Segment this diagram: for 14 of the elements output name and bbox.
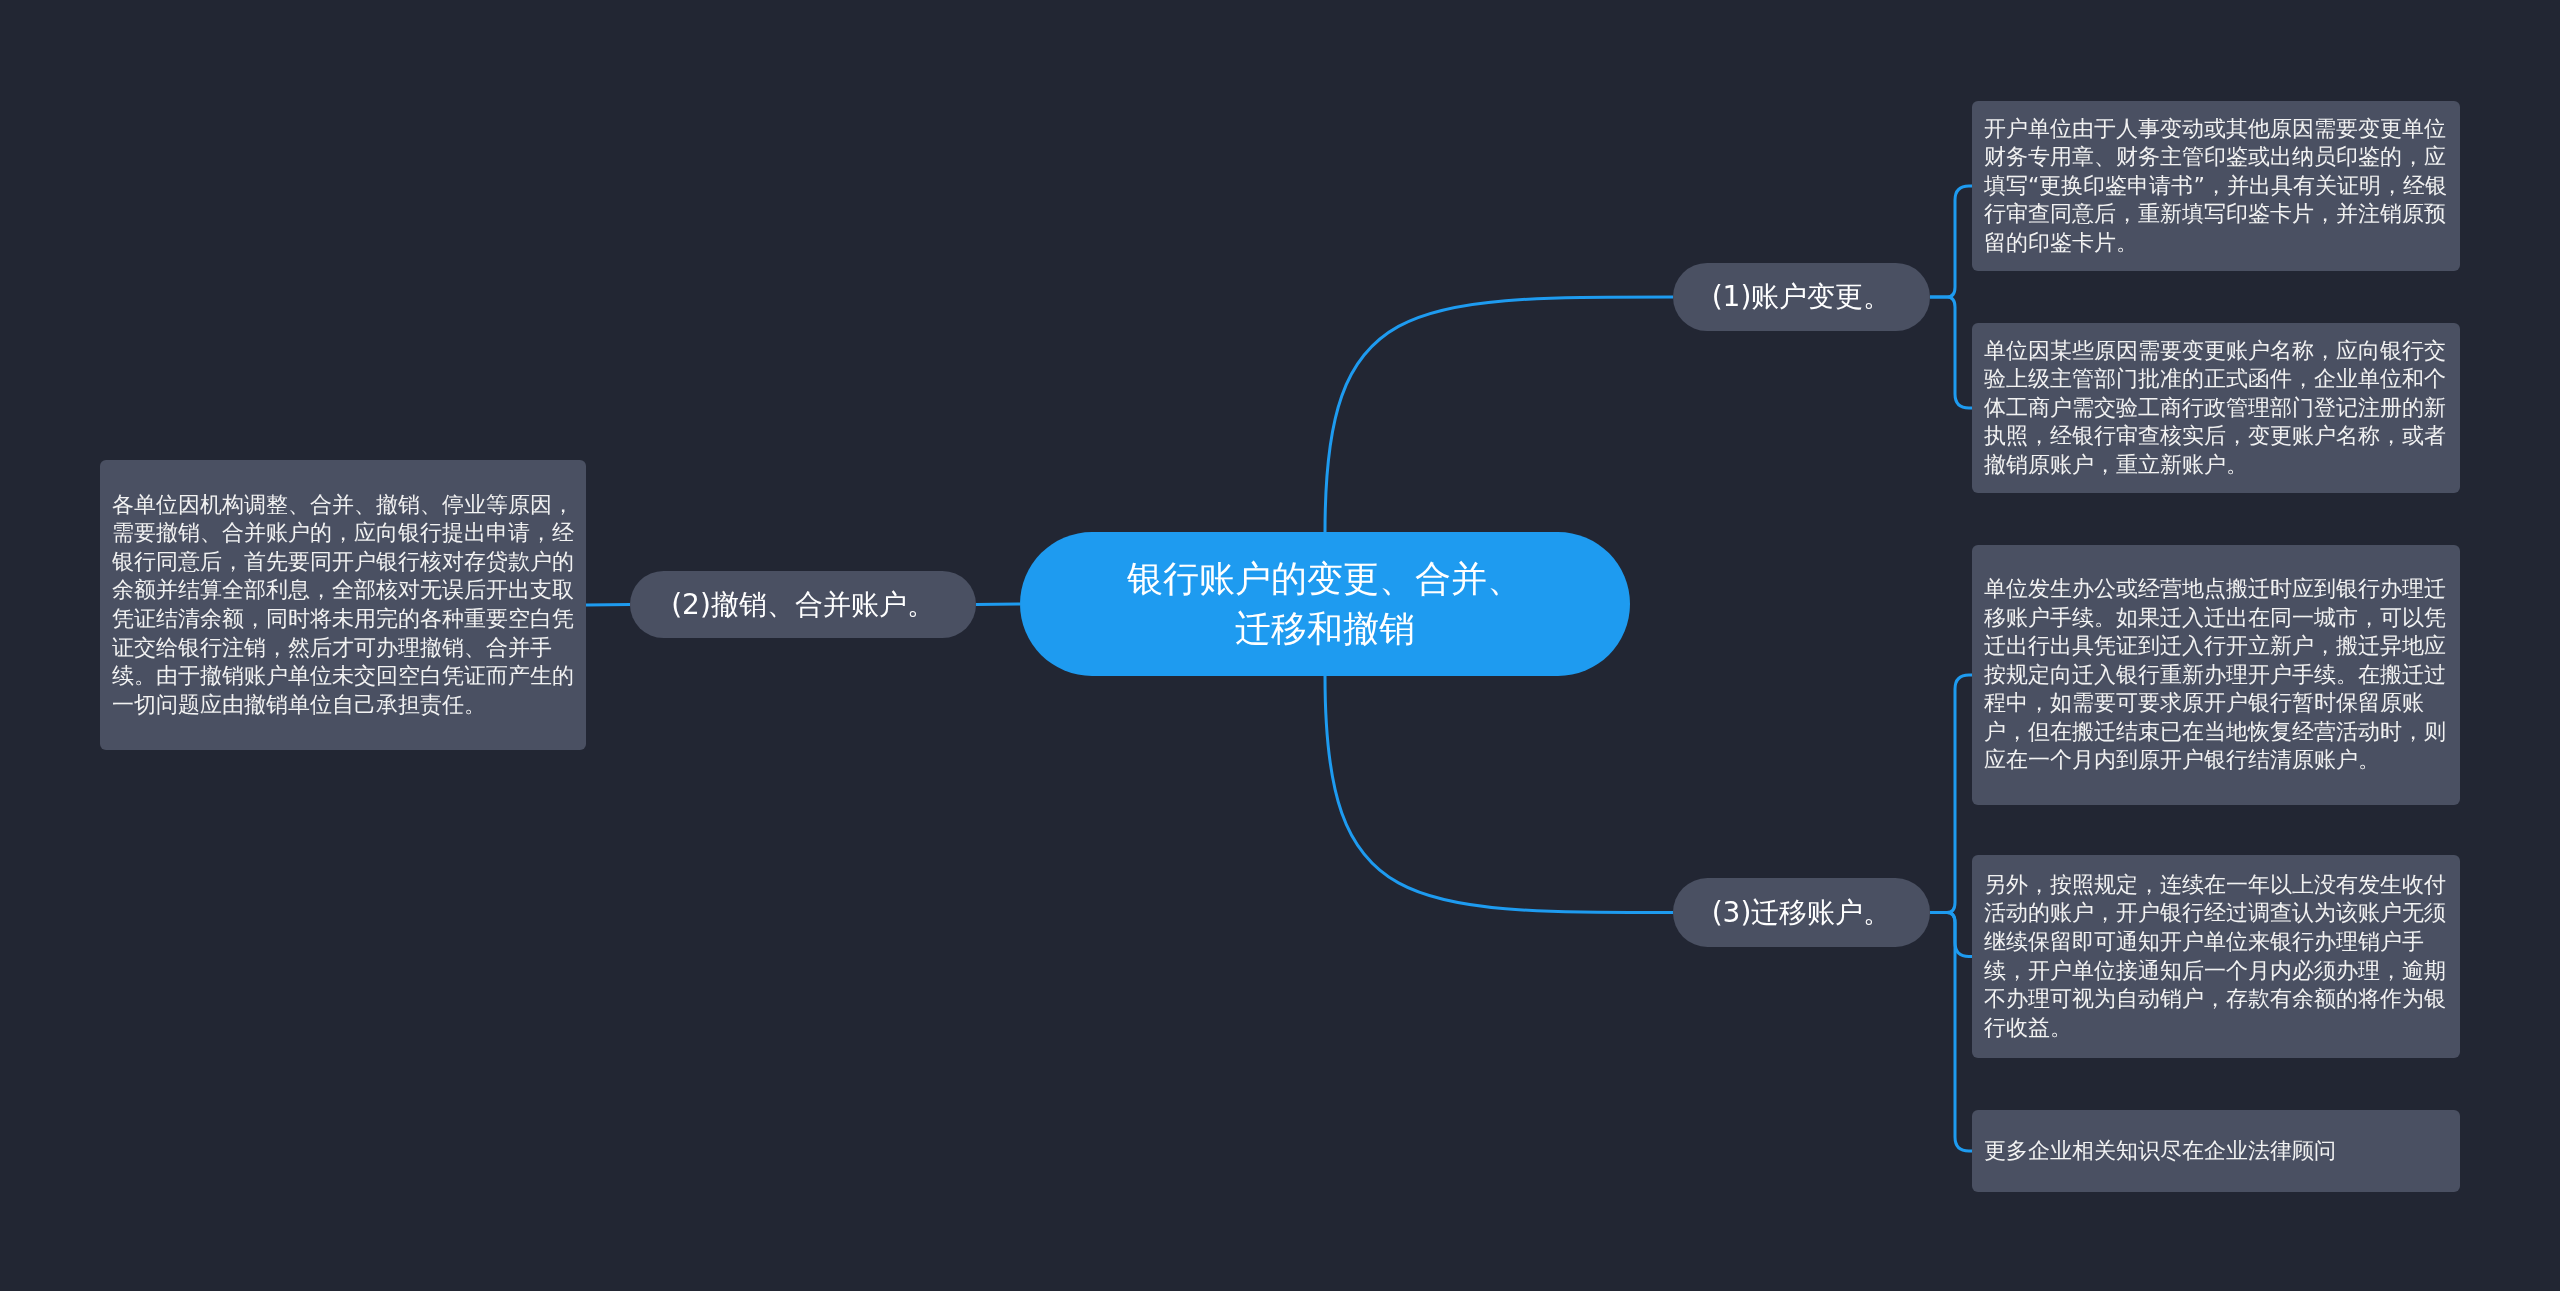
detail-card: 单位发生办公或经营地点搬迁时应到银行办理迁移账户手续。如果迁入迁出在同一城市，可以凭迁出行出具凭证到迁入行开立新户，搬迁异地应按规定向迁入银行重新办理开户手续。在搬迁过程中，如需要可要求原开户银行暂时保留原账户，但在搬迁结束已在当地恢复经营活动时，则应在一个月内到原开户银行结清原账户。	[1972, 545, 2460, 805]
detail-card: 另外，按照规定，连续在一年以上没有发生收付活动的账户，开户银行经过调查认为该账户无须继续保留即可通知开户单位来银行办理销户手续，开户单位接通知后一个月内必须办理，逾期不办理可视为自动销户，存款有余额的将作为银行收益。	[1972, 855, 2460, 1058]
branch-topic: (2)撤销、合并账户。	[630, 571, 976, 638]
connector-line	[1323, 675, 1673, 914]
central-topic: 银行账户的变更、合并、迁移和撤销	[1020, 532, 1630, 676]
detail-card: 开户单位由于人事变动或其他原因需要变更单位财务专用章、财务主管印鉴或出纳员印鉴的，应填写“更换印鉴申请书”，并出具有关证明，经银行审查同意后，重新填写印鉴卡片，并注销原预留的印鉴卡片。	[1972, 101, 2460, 271]
branch-topic: (1)账户变更。	[1673, 263, 1930, 331]
connector-line	[976, 602, 1020, 606]
branch-topic: (3)迁移账户。	[1673, 878, 1930, 947]
detail-card: 各单位因机构调整、合并、撤销、停业等原因，需要撤销、合并账户的，应向银行提出申请，经银行同意后，首先要同开户银行核对存贷款户的余额并结算全部利息，全部核对无误后开出支取凭证结清余额，同时将未用完的各种重要空白凭证交给银行注销，然后才可办理撤销、合并手续。由于撤销账户单位未交回空白凭证而产生的一切问题应由撤销单位自己承担责任。	[100, 460, 586, 750]
connector-line	[586, 603, 630, 607]
detail-card: 单位因某些原因需要变更账户名称，应向银行交验上级主管部门批准的正式函件，企业单位和个体工商户需交验工商行政管理部门登记注册的新执照，经银行审查核实后，变更账户名称，或者撤销原账户，重立新账户。	[1972, 323, 2460, 493]
detail-card: 更多企业相关知识尽在企业法律顾问	[1972, 1110, 2460, 1192]
connector-line	[1323, 295, 1673, 533]
